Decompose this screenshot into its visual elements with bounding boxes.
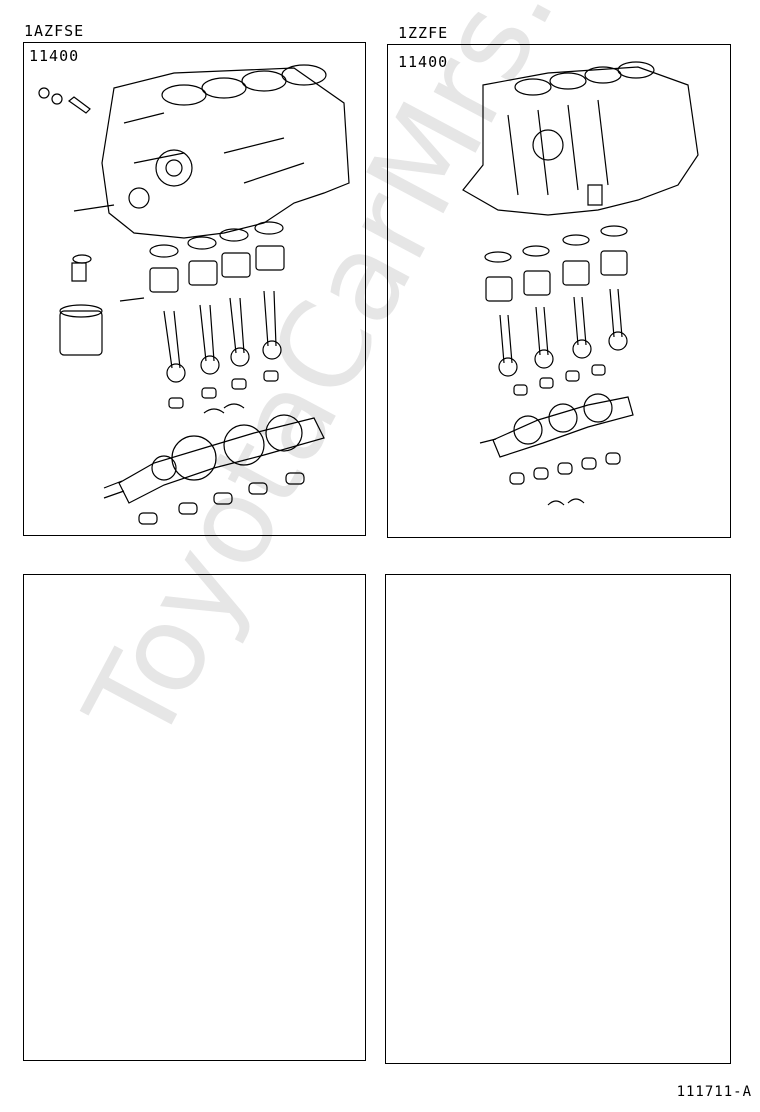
rod-bearings [514, 365, 605, 395]
plug [39, 88, 49, 98]
connecting-rods [499, 289, 627, 376]
crankshaft [480, 394, 633, 457]
crankshaft [104, 415, 324, 503]
short-block-drawing-1azfse [24, 43, 364, 533]
piston-rings [150, 222, 283, 257]
panel-1azfse: 11400 [23, 42, 366, 536]
panel-bottom-right [385, 574, 731, 1064]
panel-1zzfe: 11400 [387, 44, 731, 538]
cylinder-block [463, 67, 698, 215]
rod-bearings [169, 371, 278, 408]
connecting-rods [164, 291, 281, 382]
main-bearings [139, 473, 304, 524]
pistons [150, 246, 284, 292]
cylinder-block [102, 68, 349, 238]
thrust-washers [548, 499, 584, 505]
pistons [486, 251, 627, 301]
engine-label-1zzfe: 1ZZFE [398, 24, 449, 42]
part-number-1zzfe[interactable]: 11400 [398, 53, 449, 71]
figure-code: 111711-A [676, 1084, 752, 1100]
short-block-drawing-1zzfe [388, 45, 728, 535]
bolt [69, 97, 90, 113]
engine-label-1azfse: 1AZFSE [24, 22, 85, 40]
main-bearings [510, 453, 620, 484]
piston-rings [485, 226, 627, 262]
oil-filter [60, 311, 102, 355]
union [72, 263, 86, 281]
panel-bottom-left [23, 574, 366, 1061]
stud [74, 205, 114, 211]
part-number-1azfse[interactable]: 11400 [29, 47, 80, 65]
